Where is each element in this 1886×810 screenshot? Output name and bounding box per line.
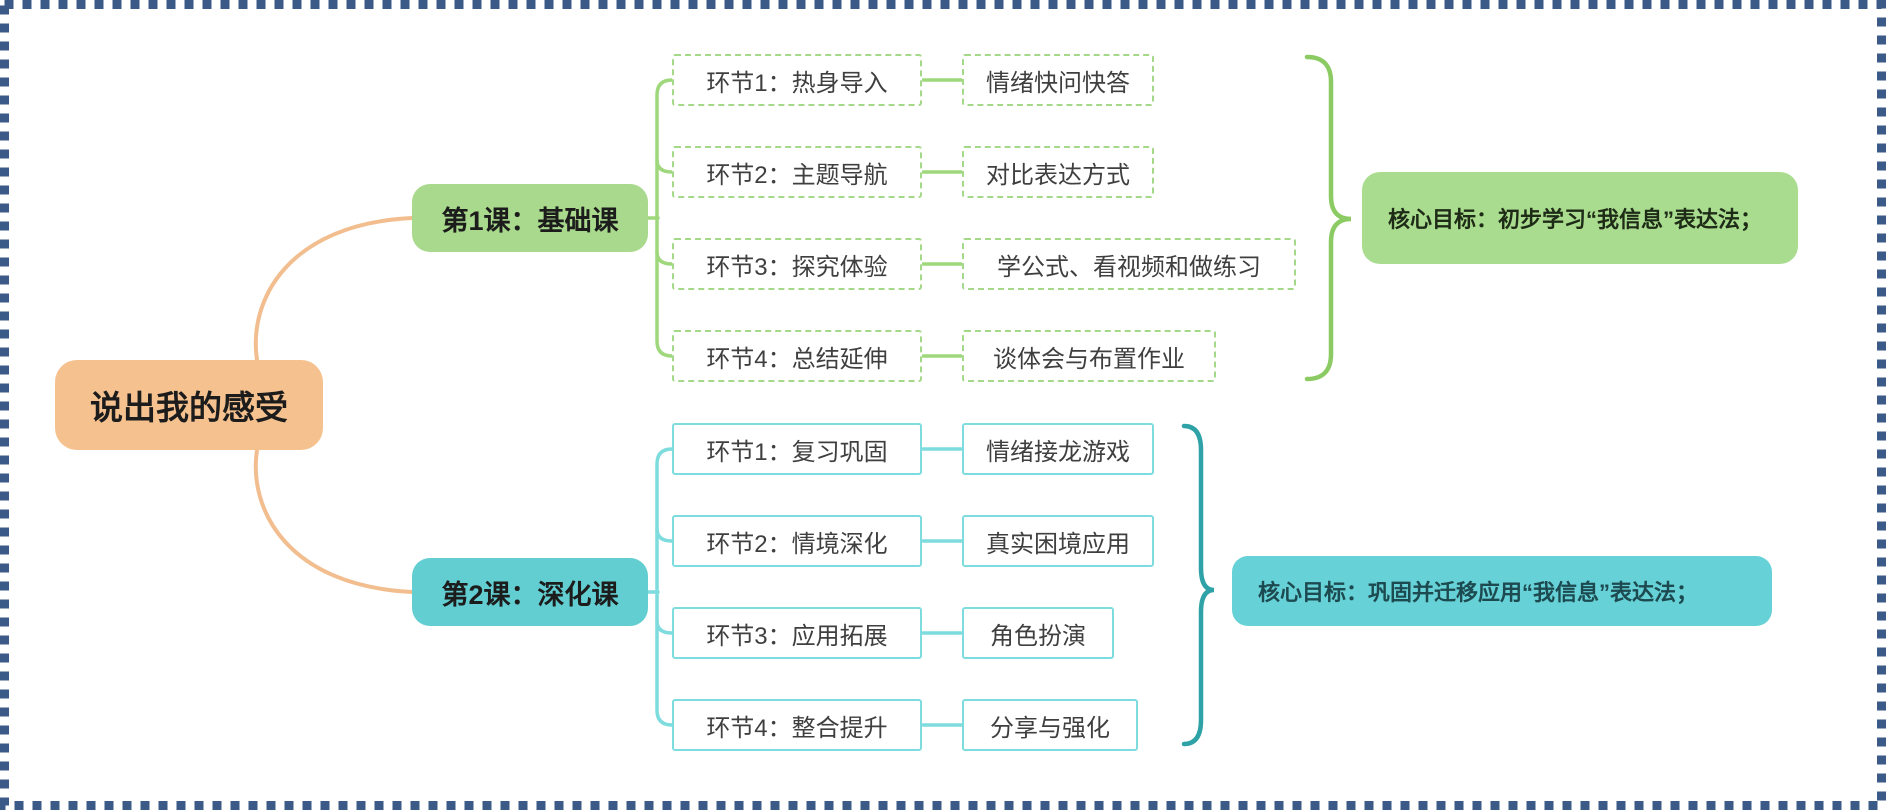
detail-box-lesson1-4: 谈体会与布置作业 [962,330,1216,382]
detail-box-lesson1-1: 情绪快问快答 [962,54,1154,106]
branch1-elbow-3 [655,250,674,266]
root-branch1-link [253,216,414,362]
branch-node-lesson2: 第2课：深化课 [412,558,648,626]
step-box-lesson1-3: 环节3：探究体验 [672,238,922,290]
branch2-elbow-3 [655,619,674,635]
branch1-elbow-2 [655,158,674,174]
branch2-brace [1181,423,1215,747]
detail-box-lesson1-3: 学公式、看视频和做练习 [962,238,1296,290]
step-box-lesson2-4: 环节4：整合提升 [672,699,922,751]
step-box-lesson2-3: 环节3：应用拓展 [672,607,922,659]
step-box-lesson1-2: 环节2：主题导航 [672,146,922,198]
detail-box-lesson2-4: 分享与强化 [962,699,1138,751]
step-box-lesson2-2: 环节2：情境深化 [672,515,922,567]
branch2-trunk [655,447,674,727]
detail-box-lesson2-3: 角色扮演 [962,607,1114,659]
goal-box-lesson1: 核心目标：初步学习“我信息”表达法； [1362,172,1798,264]
root-branch2-link [253,448,414,594]
step-box-lesson1-1: 环节1：热身导入 [672,54,922,106]
branch-node-lesson1: 第1课：基础课 [412,184,648,252]
branch2-elbow-2 [655,527,674,543]
step-box-lesson1-4: 环节4：总结延伸 [672,330,922,382]
step-box-lesson2-1: 环节1：复习巩固 [672,423,922,475]
goal-box-lesson2: 核心目标：巩固并迁移应用“我信息”表达法； [1232,556,1772,626]
branch1-brace [1304,54,1352,382]
detail-box-lesson2-2: 真实困境应用 [962,515,1154,567]
detail-box-lesson1-2: 对比表达方式 [962,146,1154,198]
detail-box-lesson2-1: 情绪接龙游戏 [962,423,1154,475]
branch1-trunk [655,78,674,358]
root-node: 说出我的感受 [55,360,323,450]
